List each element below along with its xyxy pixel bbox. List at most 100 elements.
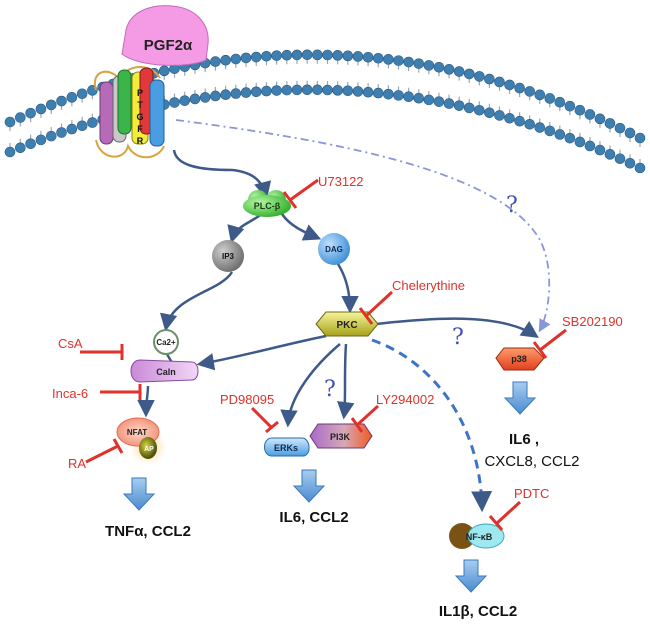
lipid-head (372, 87, 384, 99)
lipid-head (634, 132, 646, 144)
lipid-head (210, 90, 221, 102)
inhibitor-ly294002: LY294002 (376, 392, 434, 407)
inhibition-ly294002 (350, 404, 380, 433)
lipid-head (281, 84, 293, 96)
output-arrows (122, 381, 537, 593)
lipid-head (453, 100, 465, 111)
erks-label: ERKs (274, 443, 298, 453)
arrow-receptor-p38 (175, 119, 551, 333)
lipid-head (574, 104, 586, 116)
lipid-head (403, 56, 414, 68)
lipid-head (604, 149, 616, 160)
lipid-head (504, 79, 515, 91)
lipid-head (604, 118, 616, 129)
lipid-head (332, 85, 343, 96)
lipid-head (261, 85, 272, 97)
erks-node: ERKs (264, 437, 310, 457)
lipid-head (474, 71, 485, 82)
lipid-head (362, 51, 374, 63)
inhibition-sb202190 (532, 328, 567, 359)
lipid-head (413, 58, 425, 69)
lipid-head (35, 103, 47, 115)
inhibitor-csa: CsA (58, 336, 83, 351)
arrow-receptor-plc (172, 149, 272, 200)
lipid-head (474, 104, 485, 116)
lipid-head (66, 123, 78, 135)
dag-label: DAG (325, 245, 343, 254)
lipid-head (614, 122, 626, 134)
calcium-node: Ca2+ (153, 329, 179, 355)
lipid-head (423, 60, 435, 71)
arrow-plc-ip3 (227, 212, 263, 244)
lipid-head (594, 144, 606, 156)
lipid-head (514, 82, 525, 94)
lipid-head (220, 89, 231, 101)
lipid-head (240, 87, 252, 98)
inhibition-chelerythine (358, 290, 394, 325)
lipid-head (534, 89, 546, 101)
plc-beta-node: PLC-β (243, 190, 291, 217)
inhibitor-pd98095: PD98095 (220, 392, 274, 407)
lipid-head (179, 95, 191, 106)
inhibitor-sb202190: SB202190 (562, 314, 623, 329)
lipid-head (393, 90, 404, 101)
lipid-head (342, 50, 354, 62)
question-mark-pkc-p38: ? (452, 325, 464, 350)
receptor-letter-r: R (137, 136, 144, 146)
receptor-letter-p: P (137, 88, 143, 98)
lipid-head (322, 49, 333, 61)
pkc-node: PKC (315, 311, 379, 337)
lipid-head (301, 84, 313, 96)
question-mark-pkc-erks: ? (324, 377, 336, 402)
lipid-head (584, 140, 596, 152)
nfat-ap-complex: NFAT AP (116, 417, 166, 465)
lipid-head (332, 50, 343, 61)
lipid-head (624, 157, 636, 169)
arrow-pkc-nfkb (371, 338, 493, 513)
lipid-head (35, 134, 47, 146)
lipid-head (342, 85, 354, 97)
lipid-head (56, 127, 67, 138)
ip3-label: IP3 (222, 252, 235, 261)
ligand-label: PGF2α (144, 37, 193, 54)
lipid-head (352, 86, 364, 97)
lipid-head (564, 100, 576, 112)
lipid-head (352, 51, 364, 62)
output-arrow-nfat (122, 477, 156, 511)
lipid-head (524, 86, 535, 97)
lipid-head (514, 115, 525, 127)
inhibitor-inca6: Inca-6 (52, 386, 88, 401)
output-p38-line1: IL6 , (509, 431, 539, 448)
lipid-head (524, 118, 535, 130)
lipid-head (484, 107, 495, 119)
output-tnf-ccl2: TNFα, CCL2 (105, 523, 191, 540)
pathway-arrows (137, 149, 539, 428)
lipid-head (463, 68, 475, 80)
arrow-ip3-ca (160, 271, 234, 332)
lipid-head (554, 96, 566, 108)
lipid-head (25, 138, 36, 150)
receptor-letter-g: G (136, 112, 143, 122)
inhibitor-u73122: U73122 (318, 174, 364, 189)
inhibitor-ra: RA (68, 456, 86, 471)
lipid-head (210, 56, 221, 67)
inhibition-ra (85, 438, 124, 464)
lipid-head (281, 49, 293, 61)
lipid-head (15, 142, 26, 154)
lipid-head (614, 153, 626, 165)
lipid-head (25, 107, 36, 119)
lipid-head (433, 61, 445, 73)
output-erk-il6-ccl2: IL6, CCL2 (279, 509, 348, 526)
arrow-pkc-pi3k (337, 343, 355, 420)
inhibitor-pdtc: PDTC (514, 486, 549, 501)
pgf2a-ligand: PGF2α (121, 5, 209, 66)
lipid-head (453, 66, 465, 77)
inhibitor-chelerythine: Chelerythine (392, 278, 465, 293)
lipid-head (220, 54, 231, 66)
lipid-head (393, 55, 404, 66)
lipid-head (372, 52, 384, 64)
ptgfr-receptor: P T G F R (93, 66, 165, 159)
inhibition-csa (80, 344, 124, 360)
inhibitor-lines (80, 178, 567, 531)
